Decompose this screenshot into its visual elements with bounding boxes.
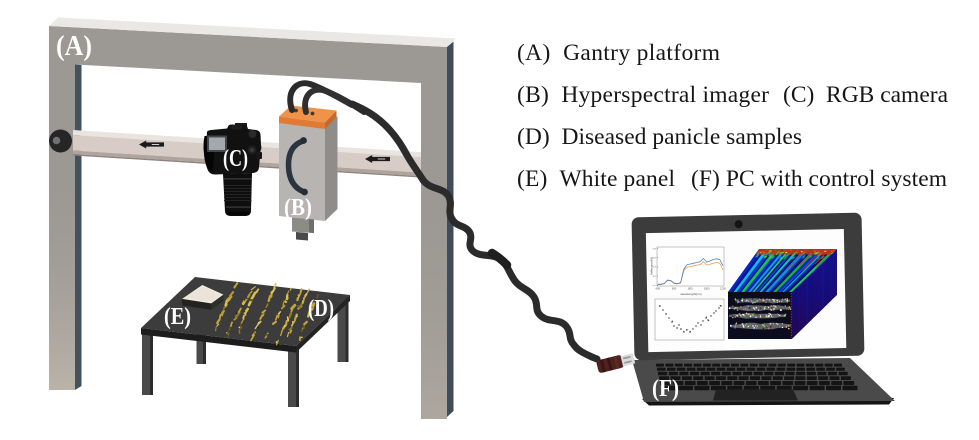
svg-text:Reflectance(%): Reflectance(%) [650,257,654,275]
svg-text:(E): (E) [164,304,191,330]
svg-text:0.2: 0.2 [653,276,657,278]
svg-text:400: 400 [656,286,661,290]
svg-text:(B): (B) [284,195,312,221]
svg-text:1000: 1000 [704,286,710,290]
svg-text:0.6: 0.6 [653,258,657,260]
svg-text:(D): (D) [308,296,334,322]
svg-text:800: 800 [688,286,693,290]
svg-text:(D) Diseased panicle samples: (D) Diseased panicle samples [517,124,802,150]
svg-text:0.4: 0.4 [653,267,657,269]
svg-text:(A): (A) [56,31,92,62]
svg-text:(E) White panel: (E) White panel [517,166,675,192]
svg-text:wavelength(nm): wavelength(nm) [680,292,701,296]
svg-text:(A) Gantry platform: (A) Gantry platform [517,40,720,66]
svg-text:0.0: 0.0 [653,285,657,287]
svg-text:(C): (C) [223,146,248,172]
svg-text:(F): (F) [652,376,679,402]
svg-text:(B) Hyperspectral imager: (B) Hyperspectral imager [517,82,769,108]
svg-text:1200: 1200 [720,286,726,290]
svg-text:(F) PC with control system: (F) PC with control system [691,166,947,192]
svg-text:600: 600 [672,286,677,290]
svg-text:0.8: 0.8 [653,248,657,250]
svg-text:(C) RGB camera: (C) RGB camera [783,82,949,108]
